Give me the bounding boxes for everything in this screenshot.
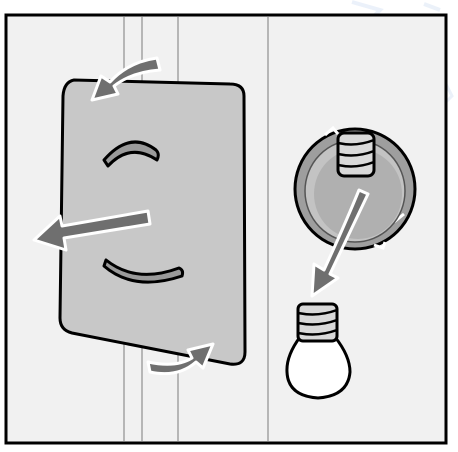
- cover-upper-grip: [102, 140, 160, 168]
- socket-thread: [336, 131, 376, 178]
- cover-lower-grip: [102, 258, 185, 284]
- lamp-socket-icon: [293, 125, 417, 251]
- pull-out-arrow-icon: [32, 209, 152, 252]
- curved-arrow-icon: [146, 342, 215, 376]
- light-bulb-icon: [285, 302, 352, 400]
- curved-arrow-icon: [90, 56, 162, 102]
- lamp-cover-icon: [58, 78, 247, 366]
- remove-bulb-arrow-icon: [310, 188, 370, 298]
